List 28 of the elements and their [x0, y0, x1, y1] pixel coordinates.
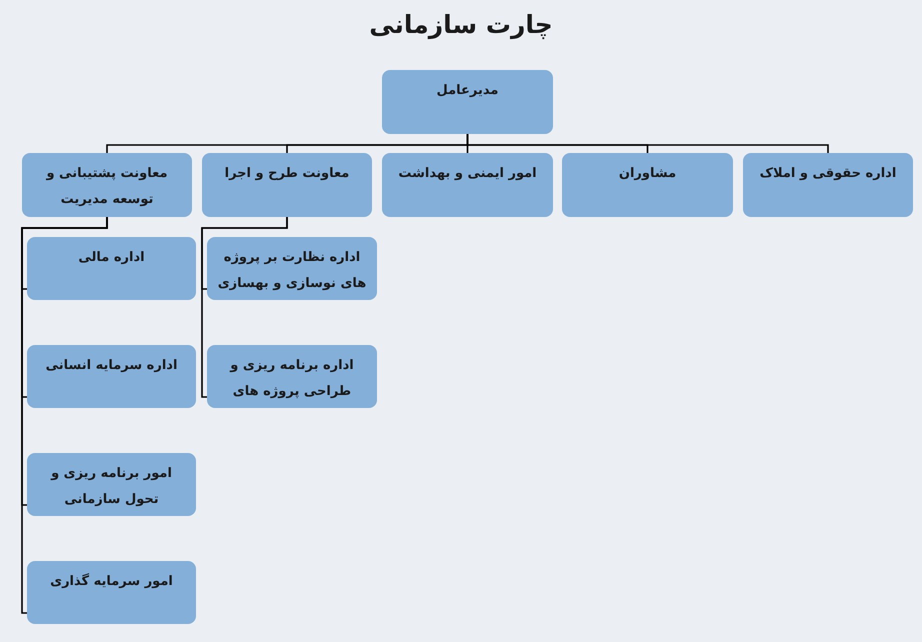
connector-line: [21, 217, 108, 614]
org-box: [22, 153, 192, 217]
unit-label: امور ایمنی و بهداشت: [398, 165, 537, 183]
unit-label: اداره حقوقی و املاک: [760, 165, 896, 183]
org-box: [207, 237, 377, 300]
unit-label: معاونت پشتیبانی و توسعه مدیریت: [45, 165, 169, 209]
unit-label: اداره نظارت بر پروژه های نوسازی و بهسازی: [216, 249, 368, 293]
org-box: [202, 153, 372, 217]
org-box: [27, 237, 196, 300]
org-box: [743, 153, 913, 217]
unit-label: امور سرمایه گذاری: [50, 572, 173, 591]
org-box: [207, 345, 377, 408]
connector-line: [106, 134, 468, 153]
org-box: [382, 153, 553, 217]
org-box: [27, 345, 196, 408]
unit-label: مدیرعامل: [436, 82, 498, 100]
unit-label: اداره سرمایه انسانی: [46, 357, 178, 375]
unit-label: معاونت طرح و اجرا: [224, 165, 350, 183]
connector-line: [201, 217, 288, 398]
org-box: [27, 453, 196, 516]
org-box: [27, 561, 196, 624]
org-box: [382, 70, 553, 134]
unit-label: اداره مالی: [78, 249, 145, 267]
chart-title: چارت سازمانی: [369, 10, 553, 39]
unit-label: مشاوران: [618, 165, 676, 183]
org-box: [562, 153, 733, 217]
unit-label: اداره برنامه ریزی و طراحی پروژه های: [228, 357, 355, 401]
unit-label: امور برنامه ریزی و تحول سازمانی: [50, 465, 173, 509]
